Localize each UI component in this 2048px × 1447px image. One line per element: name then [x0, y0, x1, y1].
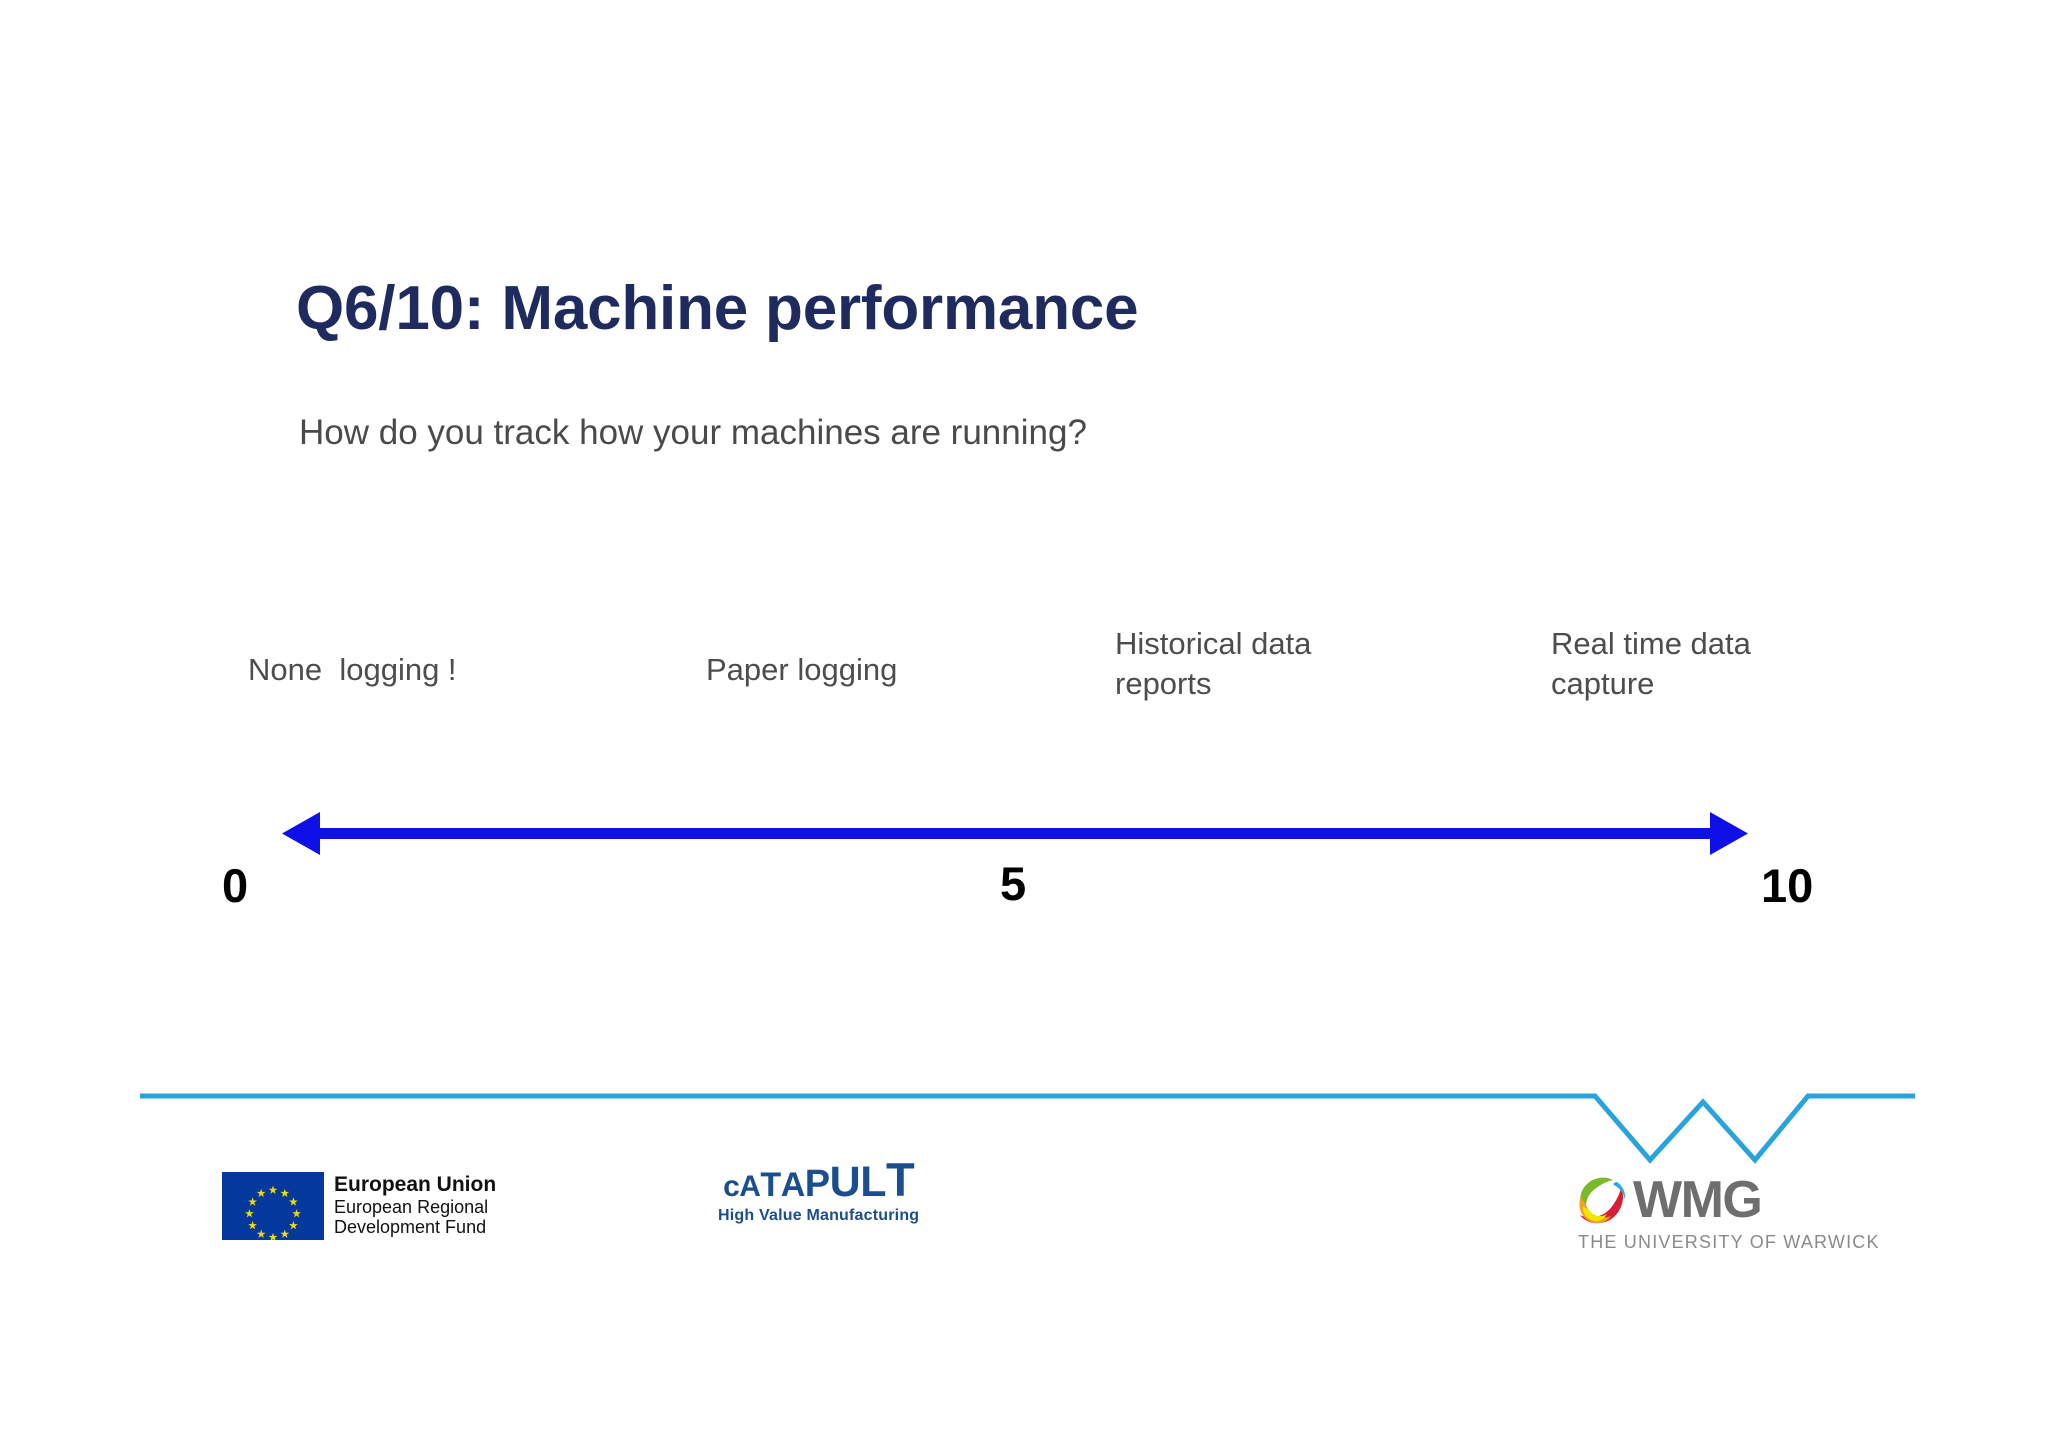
catapult-tagline: High Value Manufacturing — [718, 1206, 920, 1224]
wmg-logo-top-row: WMG — [1573, 1172, 1880, 1228]
axis-tick-10: 10 — [1761, 859, 1814, 912]
wmg-university-subtitle: THE UNIVERSITY OF WARWICK — [1578, 1232, 1880, 1252]
eu-logo-text: European Union European Regional Develop… — [334, 1172, 496, 1237]
european-union-erdf-logo: European Union European Regional Develop… — [222, 1172, 496, 1240]
eu-logo-line2: European Regional — [334, 1196, 489, 1217]
wmg-wordmark: WMG — [1633, 1171, 1763, 1229]
wmg-swirl-icon — [1579, 1177, 1626, 1224]
scale-label-paper-logging: Paper logging — [706, 652, 898, 687]
axis-tick-0: 0 — [222, 859, 249, 912]
catapult-letter-l: L — [860, 1158, 886, 1206]
catapult-letter-p: P — [804, 1163, 830, 1205]
catapult-letter-a1: A — [739, 1170, 761, 1203]
catapult-letter-t2: T — [885, 1153, 915, 1206]
slide-subtitle: How do you track how your machines are r… — [299, 413, 1087, 452]
catapult-letter-c: c — [723, 1170, 740, 1203]
scale-label-none-logging: None logging ! — [248, 652, 457, 687]
footer-rule-path — [140, 1093, 1915, 1164]
eu-flag-icon — [222, 1172, 324, 1240]
page-title: Q6/10: Machine performance — [296, 274, 1139, 343]
arrow-head-left-icon — [282, 812, 320, 855]
eu-logo-title: European Union — [334, 1173, 497, 1196]
axis-shaft — [315, 828, 1715, 839]
arrow-head-right-icon — [1710, 812, 1748, 855]
axis-tick-5: 5 — [1000, 857, 1027, 910]
eu-logo-line3: Development Fund — [334, 1216, 487, 1237]
catapult-letter-a2: A — [780, 1166, 806, 1204]
scale-label-historical-data-reports: Historical data reports — [1115, 626, 1321, 701]
scale-label-real-time-data-capture: Real time data capture — [1551, 626, 1760, 701]
catapult-letter-u: U — [829, 1158, 861, 1206]
catapult-letter-t1: T — [760, 1166, 781, 1204]
footer-divider-rule — [140, 1093, 1915, 1164]
wmg-university-of-warwick-logo: WMG THE UNIVERSITY OF WARWICK — [1573, 1172, 1880, 1253]
scale-axis-double-arrow — [282, 812, 1748, 855]
